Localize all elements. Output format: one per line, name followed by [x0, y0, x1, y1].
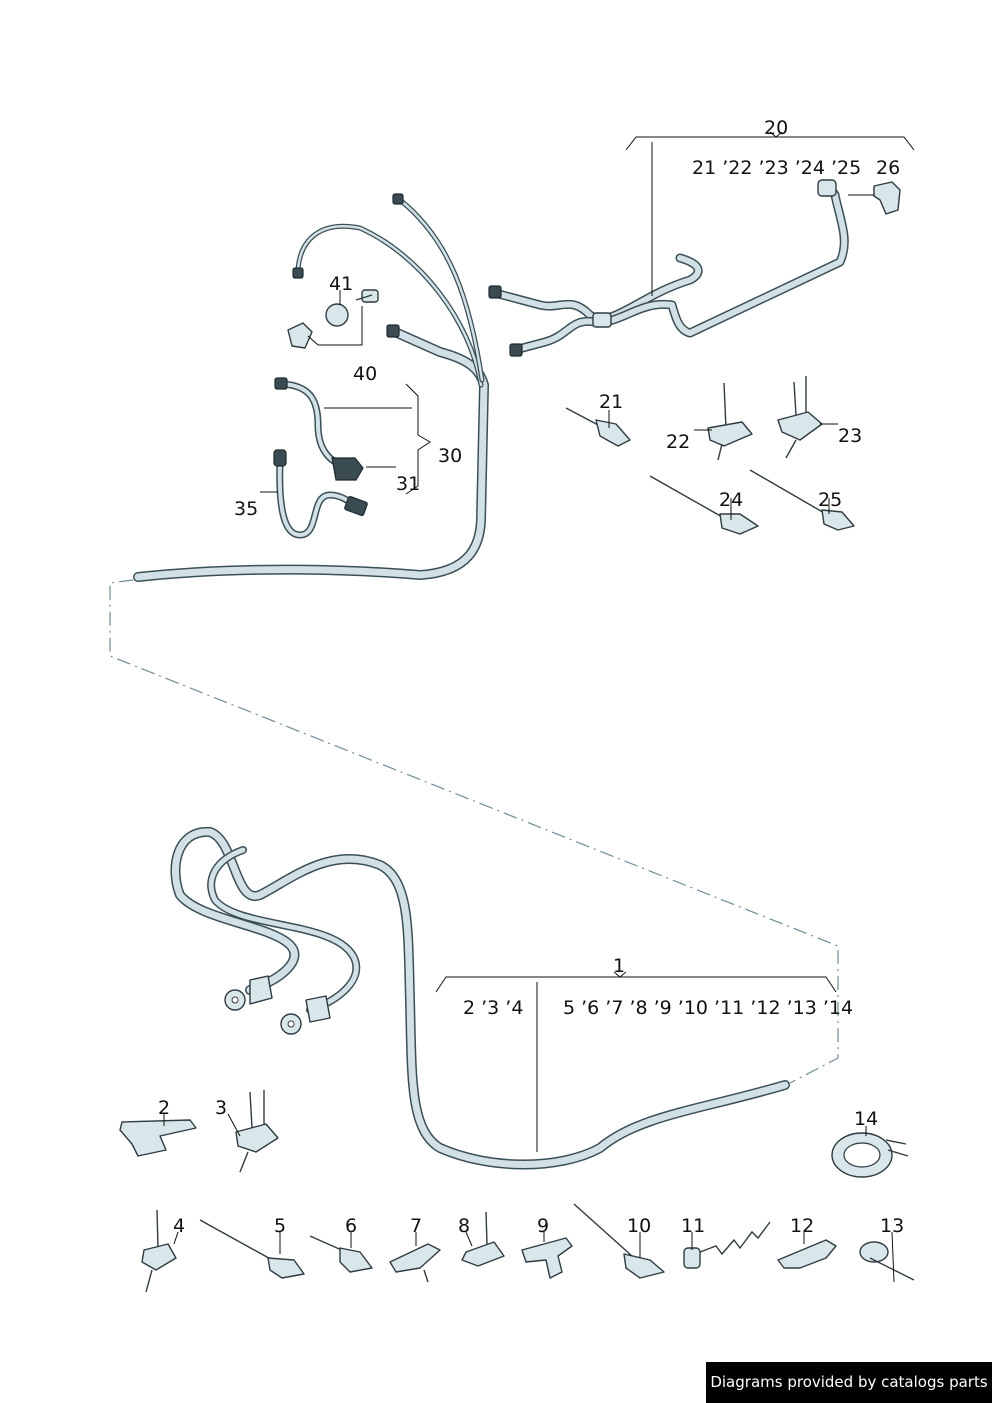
part-40-41-bolt[interactable] [287, 289, 379, 349]
cable-30-31[interactable] [274, 377, 364, 481]
label-10: 10 [627, 1215, 651, 1237]
cable-tie-5[interactable] [199, 1219, 305, 1279]
cable-35[interactable] [273, 449, 368, 539]
cable-tie-25[interactable] [749, 469, 855, 531]
label-1: 1 [613, 955, 625, 977]
label-14: 14 [854, 1108, 878, 1130]
cable-tie-10[interactable] [573, 1203, 665, 1279]
label-21: 21 [599, 391, 623, 413]
label-7: 7 [410, 1215, 422, 1237]
label-5: 5 [274, 1215, 286, 1237]
label-21-25-group: 21 ’22 ’23 ’24 ’25 [692, 157, 861, 179]
label-9: 9 [537, 1215, 549, 1237]
label-35: 35 [234, 498, 258, 520]
cable-tie-24[interactable] [649, 475, 759, 535]
lower-cable-harness[interactable] [170, 827, 790, 1170]
label-30: 30 [438, 445, 462, 467]
clip-11[interactable] [683, 1221, 771, 1269]
coil-14[interactable] [831, 1132, 909, 1178]
label-4: 4 [173, 1215, 185, 1237]
label-2: 2 [158, 1097, 170, 1119]
label-31: 31 [396, 473, 420, 495]
label-20: 20 [764, 117, 788, 139]
label-8: 8 [458, 1215, 470, 1237]
clip-8[interactable] [461, 1211, 505, 1267]
credit-banner: Diagrams provided by catalogs parts [706, 1362, 992, 1403]
clip-23[interactable] [777, 376, 823, 459]
label-3: 3 [215, 1097, 227, 1119]
label-40: 40 [353, 363, 377, 385]
bracket-9[interactable] [521, 1237, 573, 1279]
battery-cable-20[interactable] [488, 179, 849, 357]
clip-3[interactable] [235, 1090, 279, 1173]
clip-13[interactable] [859, 1241, 915, 1281]
label-11: 11 [681, 1215, 705, 1237]
upper-cable-harness[interactable] [133, 193, 489, 582]
connection-line-left [109, 579, 839, 1084]
label-26: 26 [876, 157, 900, 179]
leader-lines [163, 131, 915, 1283]
label-13: 13 [880, 1215, 904, 1237]
clip-7[interactable] [389, 1243, 441, 1283]
label-6: 6 [345, 1215, 357, 1237]
clip-21[interactable] [565, 407, 631, 447]
label-5-14-group: 5 ’6 ’7 ’8 ’9 ’10 ’11 ’12 ’13 ’14 [563, 997, 853, 1019]
label-25: 25 [818, 489, 842, 511]
label-24: 24 [719, 489, 743, 511]
bracket-12[interactable] [777, 1239, 837, 1269]
part-labels: 20 21 ’22 ’23 ’24 ’25 26 41 40 30 31 35 … [158, 117, 904, 1237]
label-41: 41 [329, 273, 353, 295]
label-12: 12 [790, 1215, 814, 1237]
clip-6[interactable] [309, 1235, 373, 1273]
clip-22[interactable] [707, 382, 753, 461]
part-26-cap[interactable] [873, 181, 901, 215]
bracket-2[interactable] [119, 1119, 197, 1157]
label-23: 23 [838, 425, 862, 447]
label-2-4-group: 2 ’3 ’4 [463, 997, 523, 1019]
label-22: 22 [666, 431, 690, 453]
clip-4[interactable] [141, 1209, 177, 1293]
